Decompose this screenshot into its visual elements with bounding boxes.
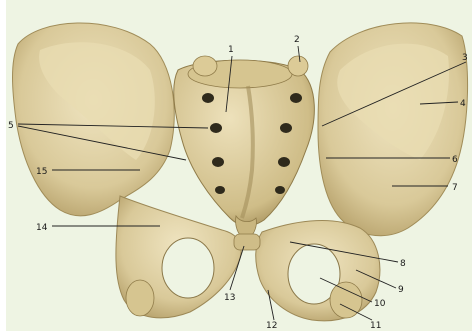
left-ischial-tuberosity [126,280,154,316]
label-5: 5 [8,121,14,131]
label-10: 10 [374,299,386,309]
label-9: 9 [398,285,404,295]
label-6: 6 [452,155,458,165]
left-articular-process [193,56,217,76]
label-7: 7 [452,183,458,193]
right-articular-process [288,56,308,76]
label-2: 2 [294,35,300,45]
pubic-symphysis [234,234,260,250]
label-1: 1 [228,45,234,55]
label-8: 8 [400,259,406,269]
left-border [0,0,6,331]
label-13: 13 [224,293,235,303]
label-14: 14 [36,223,48,233]
label-3: 3 [462,53,468,63]
left-obturator-foramen [162,238,214,298]
label-11: 11 [370,321,381,331]
label-15: 15 [36,167,47,177]
label-4: 4 [460,99,466,109]
label-12: 12 [266,321,277,331]
